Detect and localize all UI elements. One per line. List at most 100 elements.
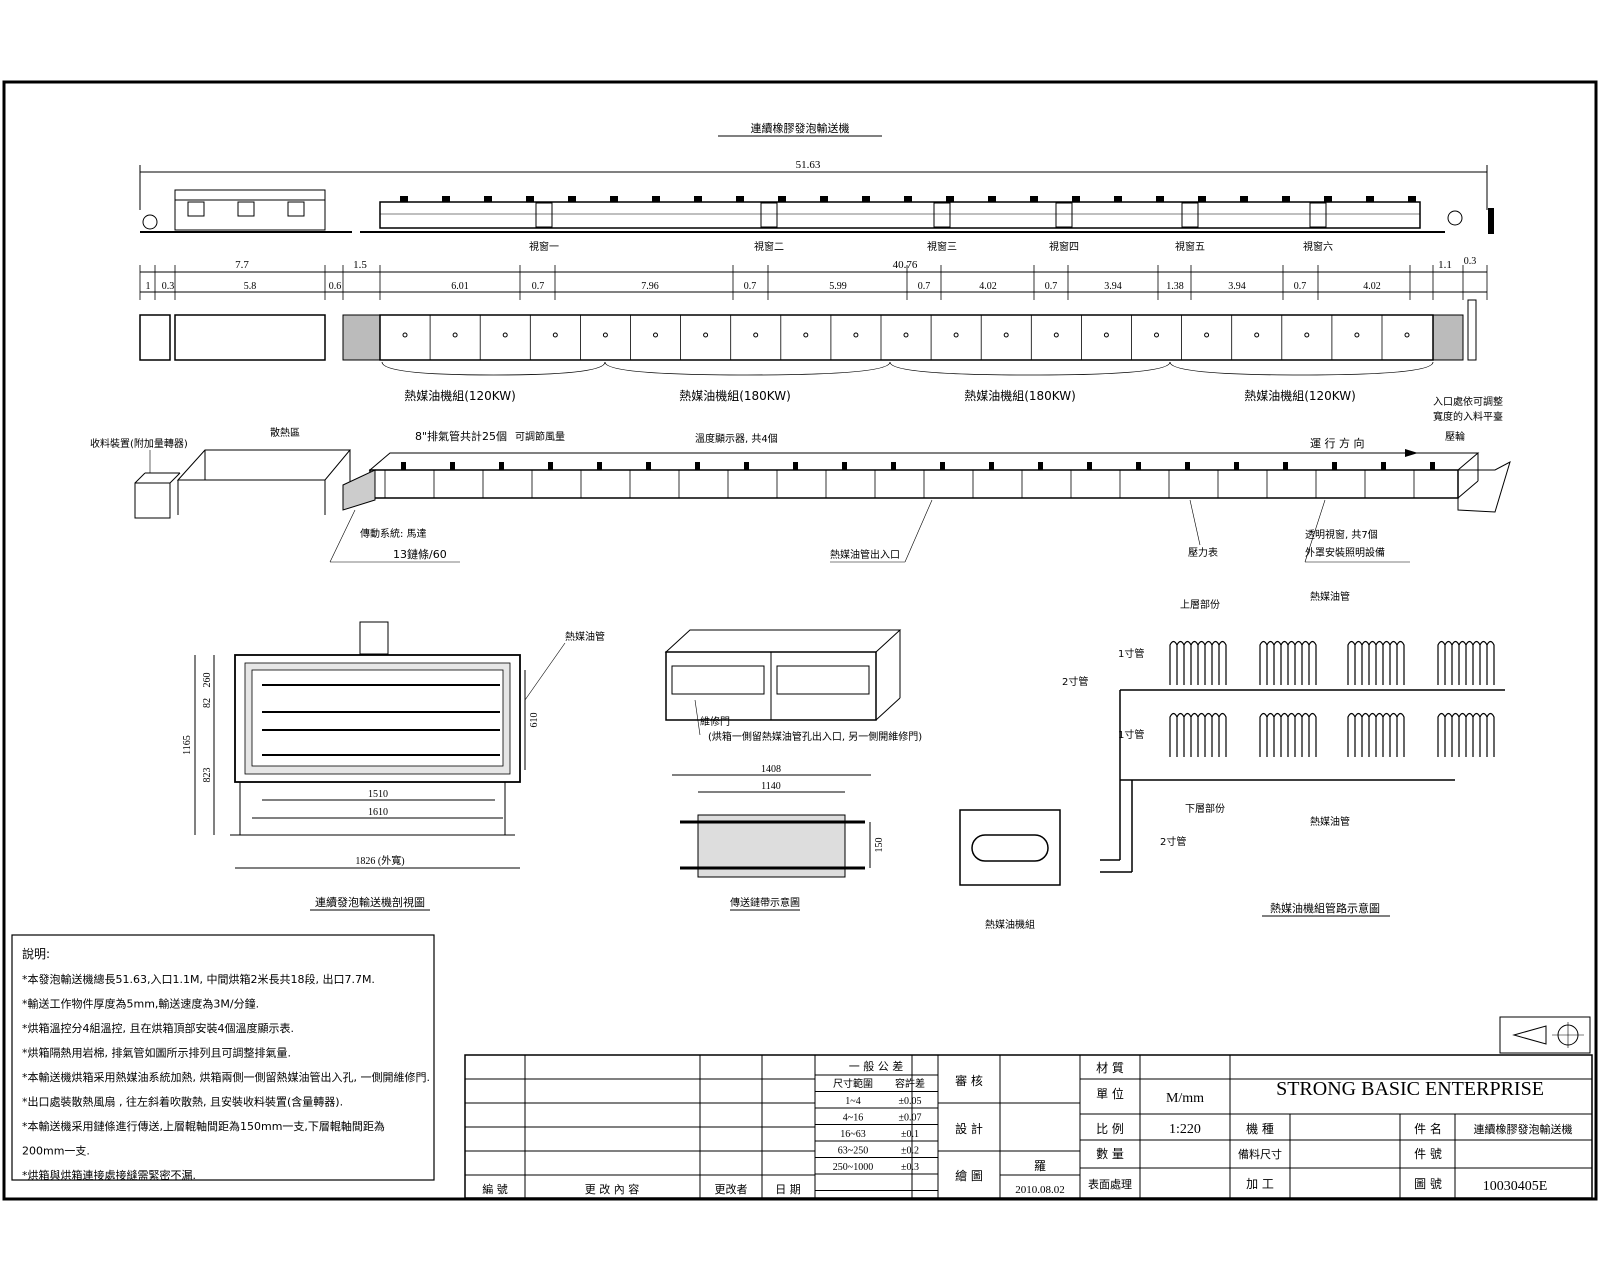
window-frame	[933, 202, 951, 228]
elevation-view: 連續橡膠發泡輸送機 51.63 視窗一視窗二視窗三視窗四視窗五視窗六	[139, 121, 1494, 253]
note-line: *烘箱與烘箱連接處接縫需緊密不漏.	[22, 1168, 196, 1182]
iso-stack	[1185, 462, 1190, 470]
tol-dev: ±0.07	[899, 1113, 922, 1124]
dim-82: 82	[202, 698, 213, 708]
piping-unit: 熱媒油機組	[985, 918, 1035, 931]
heater-group-label: 熱媒油機組(180KW)	[679, 388, 791, 403]
vent-mark	[753, 332, 759, 338]
vent-mark	[502, 332, 508, 338]
zone-label: 視窗四	[1049, 240, 1079, 253]
dim-sub: 5.99	[829, 281, 847, 292]
dim-sub: 1	[146, 281, 151, 292]
iso-stack	[597, 462, 602, 470]
label-cooling: 散熱區	[270, 426, 300, 439]
iso-stack	[499, 462, 504, 470]
dim-oven: 40.76	[893, 259, 918, 271]
coil-path	[1347, 712, 1405, 757]
notes-heading: 說明:	[22, 946, 50, 961]
exhaust-stack	[1156, 196, 1164, 202]
exhaust-stack	[1030, 196, 1038, 202]
company-name: STRONG BASIC ENTERPRISE	[1276, 1078, 1544, 1100]
tol-col-range: 尺寸範圍	[833, 1077, 873, 1090]
belt-1140: 1140	[761, 781, 781, 792]
label-window-1: 透明視窗, 共7個	[1305, 528, 1378, 541]
exhaust-stack	[1114, 196, 1122, 202]
section-view: 260 82 1165 823 610 1510 1610 1826 (外寬) …	[182, 621, 605, 911]
rev-col-date: 日 期	[775, 1183, 801, 1196]
label-chain: 13鏈條/60	[393, 547, 447, 561]
zone-label: 視窗三	[927, 240, 957, 253]
label-drawing-no: 圖 號	[1414, 1177, 1442, 1191]
piping-2in-a: 2寸管	[1062, 675, 1088, 688]
piping-view: 上層部份 熱媒油管 1寸管 2寸管 1寸管 下層部份 熱媒油管 2寸管 熱媒油機…	[959, 590, 1505, 931]
dim-exit: 7.7	[235, 259, 249, 271]
coil-path	[1169, 712, 1227, 757]
heater-group-label: 熱媒油機組(180KW)	[964, 388, 1076, 403]
label-qty: 數 量	[1096, 1147, 1124, 1161]
coil-path	[1437, 712, 1495, 757]
vent-mark	[903, 332, 909, 338]
iso-stack	[548, 462, 553, 470]
dim-610: 610	[529, 713, 540, 728]
heater-group-label: 熱媒油機組(120KW)	[404, 388, 516, 403]
label-stock: 備料尺寸	[1238, 1147, 1282, 1161]
vent-mark	[552, 332, 558, 338]
piping-1in-a: 1寸管	[1118, 647, 1144, 660]
note-line: *出口處裝散熱風扇 , 往左斜着吹散熱, 且安裝收料裝置(含量轉器).	[22, 1095, 343, 1109]
scale-value: 1:220	[1169, 1122, 1201, 1137]
tol-dev: ±0.05	[899, 1096, 922, 1107]
tol-range: 1~4	[845, 1096, 860, 1107]
dim-sub: 7.96	[641, 281, 659, 292]
iso-stack	[842, 462, 847, 470]
tol-range: 16~63	[840, 1129, 865, 1140]
piping-upper: 上層部份	[1180, 598, 1220, 611]
heat-coil	[1437, 640, 1495, 685]
zone-label: 視窗五	[1175, 240, 1205, 253]
exhaust-stack	[820, 196, 828, 202]
note-line: *烘箱隔熱用岩棉, 排氣管如圖所示排列且可調整排氣量.	[22, 1046, 291, 1060]
exhaust-stack	[1324, 196, 1332, 202]
piping-caption: 熱媒油機組管路示意圖	[1270, 901, 1380, 915]
iso-stack	[891, 462, 896, 470]
note-line: 200mm一支.	[22, 1145, 90, 1158]
unit-value: M/mm	[1166, 1091, 1204, 1106]
dim-sub: 0.3	[162, 281, 175, 292]
tol-dev: ±0.3	[901, 1162, 919, 1173]
exhaust-stack	[778, 196, 786, 202]
iso-stack	[1332, 462, 1337, 470]
vent-mark	[602, 332, 608, 338]
drawing-no-value: 10030405E	[1483, 1179, 1548, 1194]
exhaust-stack	[1282, 196, 1290, 202]
label-collector: 收料裝置(附加量轉器)	[90, 437, 188, 450]
title-block	[464, 1016, 1593, 1199]
note-line: *烘箱溫控分4組溫控, 且在烘箱頂部安裝4個溫度顯示表.	[22, 1021, 294, 1035]
dim-sub: 3.94	[1228, 281, 1246, 292]
iso-stack	[744, 462, 749, 470]
tol-heading: 一 般 公 差	[849, 1059, 904, 1073]
belt-150: 150	[874, 838, 885, 853]
iso-stack	[940, 462, 945, 470]
window-frame	[1309, 202, 1327, 228]
exhaust-stack	[1198, 196, 1206, 202]
exhaust-stack	[484, 196, 492, 202]
label-design: 設 計	[955, 1121, 983, 1136]
label-surface: 表面處理	[1088, 1177, 1132, 1191]
dim-sub: 4.02	[979, 281, 997, 292]
label-drive: 傳動系統: 馬達	[360, 527, 427, 540]
coil-path	[1259, 712, 1317, 757]
vent-mark	[452, 332, 458, 338]
iso-stack	[1283, 462, 1288, 470]
label-draw: 繪 圖	[955, 1168, 983, 1183]
belt-caption: 傳送鏈帶示意圖	[730, 896, 800, 909]
vent-mark	[853, 332, 859, 338]
draw-date: 2010.08.02	[1015, 1184, 1065, 1196]
vent-mark	[1254, 332, 1260, 338]
vent-mark	[1003, 332, 1009, 338]
vent-mark	[1304, 332, 1310, 338]
iso-stack	[401, 462, 406, 470]
exhaust-stack	[652, 196, 660, 202]
dim-823: 823	[202, 768, 213, 783]
note-line: *輸送工作物件厚度為5mm,輸送速度為3M/分鐘.	[22, 997, 259, 1011]
